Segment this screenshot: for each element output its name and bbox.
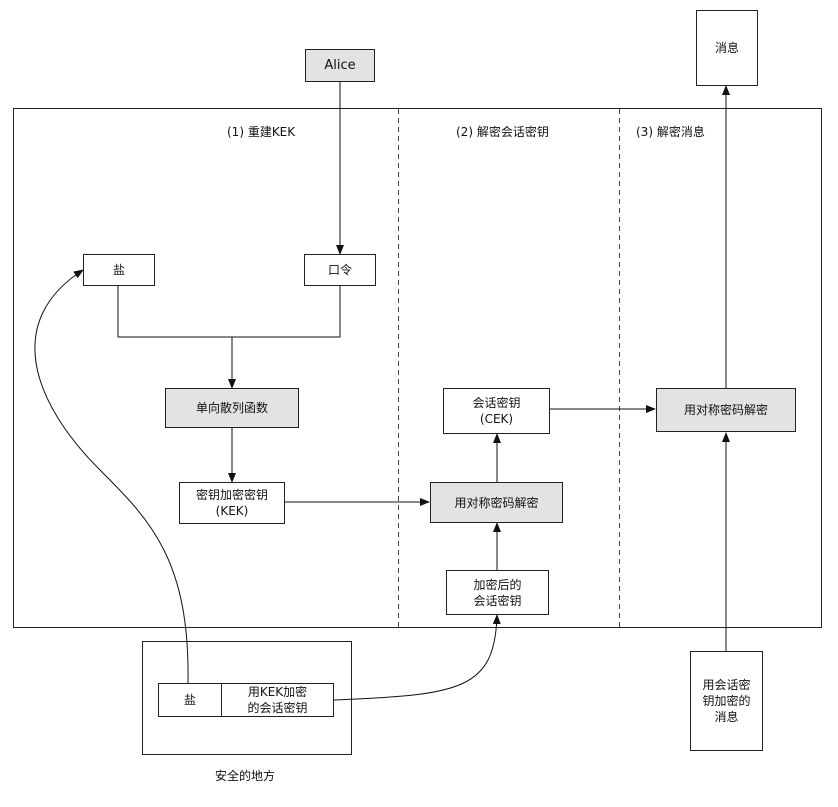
safe-place-label: 安全的地方 — [215, 769, 276, 783]
safe-salt-node: 盐 — [158, 683, 222, 717]
edge-password-merge — [232, 286, 341, 338]
section-title-rebuild-kek: (1) 重建KEK — [227, 125, 296, 139]
hash-function-node: 单向散列函数 — [165, 388, 299, 428]
encrypted-message-node: 用会话密 钥加密的 消息 — [690, 651, 763, 751]
kek-node: 密钥加密密钥 (KEK) — [179, 482, 285, 524]
safe-encrypted-session-key-node: 用KEK加密 的会话密钥 — [221, 683, 334, 717]
edge-safesalt-salt — [34, 269, 189, 684]
section-title-decrypt-session-key: (2) 解密会话密钥 — [456, 125, 549, 139]
salt-node: 盐 — [83, 254, 155, 286]
alice-node: Alice — [305, 49, 375, 82]
edge-safekek-encsession — [333, 614, 501, 701]
cek-node: 会话密钥 (CEK) — [443, 388, 550, 434]
edge-salt-merge — [117, 286, 232, 338]
encrypted-session-key-node: 加密后的 会话密钥 — [446, 570, 549, 615]
main-frame — [13, 108, 822, 628]
password-node: 口令 — [304, 254, 376, 286]
symmetric-decrypt-session-node: 用对称密码解密 — [430, 482, 563, 523]
message-node: 消息 — [696, 10, 758, 86]
section-title-decrypt-message: (3) 解密消息 — [636, 125, 705, 139]
symmetric-decrypt-message-node: 用对称密码解密 — [656, 388, 796, 432]
safe-place-frame — [142, 641, 352, 755]
